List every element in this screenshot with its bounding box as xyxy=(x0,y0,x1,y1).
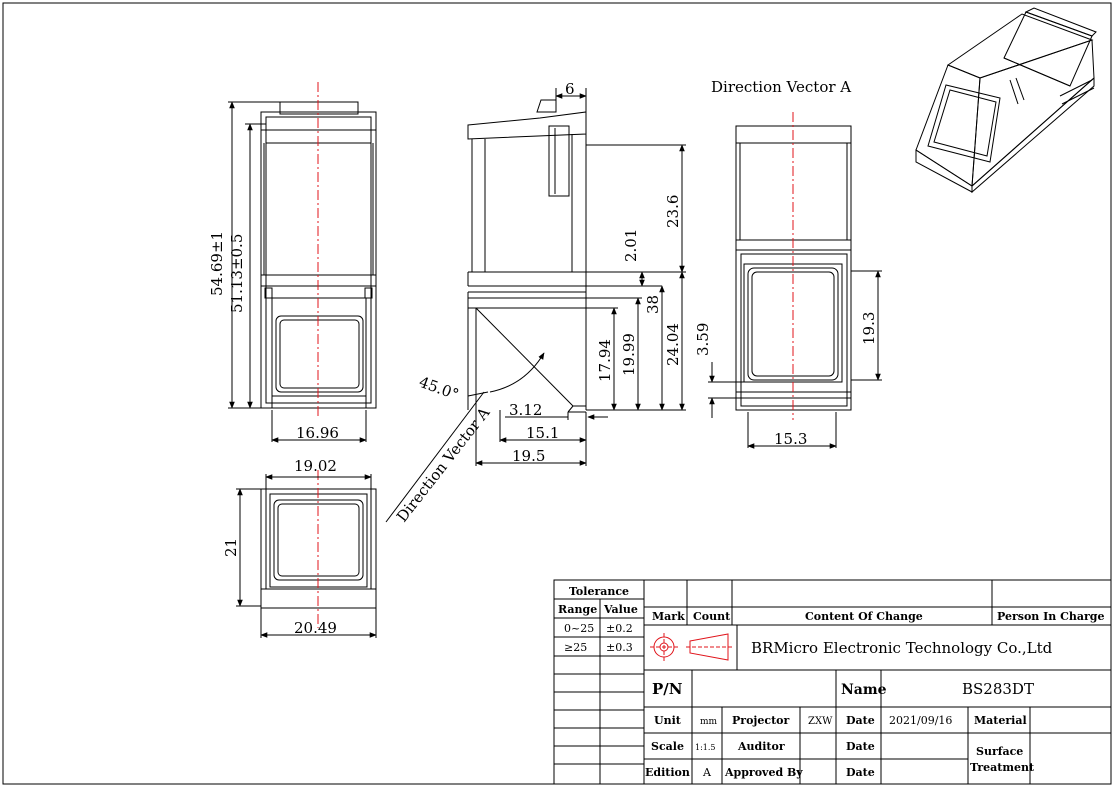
dim-side-19-5: 19.5 xyxy=(512,447,545,465)
name-value: BS283DT xyxy=(962,680,1034,698)
projector-label: Projector xyxy=(732,714,789,727)
dim-side-23-6: 23.6 xyxy=(664,195,682,228)
side-view xyxy=(467,99,638,413)
dim-front-height-inner: 51.13±0.5 xyxy=(228,234,246,313)
dim-side-15-1: 15.1 xyxy=(526,424,559,442)
pn-label: P/N xyxy=(652,680,683,698)
range-2: ≥25 xyxy=(564,641,587,654)
value-header: Value xyxy=(603,603,638,616)
front-view xyxy=(260,101,377,409)
dim-side-top: 6 xyxy=(565,80,575,98)
person-in-charge-header: Person In Charge xyxy=(997,610,1104,623)
dim-right-3-59: 3.59 xyxy=(694,323,712,356)
dim-side-17-94: 17.94 xyxy=(596,339,614,382)
date-value-1: 2021/09/16 xyxy=(889,714,952,727)
direction-vector-label-rotated: Direction Vector A xyxy=(393,404,494,526)
title-block-lines xyxy=(553,579,1112,785)
content-of-change-header: Content Of Change xyxy=(805,610,923,623)
dim-bottom-height: 21 xyxy=(222,538,240,557)
surface-label-1: Surface xyxy=(976,745,1023,758)
range-header: Range xyxy=(558,603,597,616)
front-dimensions xyxy=(228,101,367,443)
dim-side-3-12: 3.12 xyxy=(509,401,542,419)
edition-value: A xyxy=(702,766,712,779)
projector-value: ZXW xyxy=(808,716,833,727)
tolerance-title: Tolerance xyxy=(569,585,629,598)
dim-side-24-04: 24.04 xyxy=(664,323,682,366)
dim-front-width: 16.96 xyxy=(296,424,339,442)
unit-value: mm xyxy=(700,717,718,727)
dim-side-19-99: 19.99 xyxy=(620,333,638,376)
count-header: Count xyxy=(693,610,731,623)
edition-label: Edition xyxy=(645,766,690,779)
dim-bottom-width: 20.49 xyxy=(294,619,337,637)
scale-label: Scale xyxy=(651,740,684,753)
dim-top-width: 19.02 xyxy=(294,457,337,475)
auditor-label: Auditor xyxy=(737,740,785,753)
direction-vector-label: Direction Vector A xyxy=(711,78,851,96)
approved-label: Approved By xyxy=(724,766,803,779)
name-label: Name xyxy=(841,682,887,698)
range-1: 0~25 xyxy=(564,622,594,635)
material-label: Material xyxy=(974,714,1027,727)
value-2: ±0.3 xyxy=(606,641,633,654)
date-label-2: Date xyxy=(846,740,875,753)
angle-label: 45.0° xyxy=(417,373,462,404)
projection-symbol-icon xyxy=(650,633,732,661)
dim-front-height-total: 54.69±1 xyxy=(208,231,226,296)
isometric-view xyxy=(915,7,1097,194)
unit-label: Unit xyxy=(654,714,682,727)
date-label-3: Date xyxy=(846,766,875,779)
dim-right-19-3: 19.3 xyxy=(860,312,878,345)
mark-header: Mark xyxy=(652,610,685,623)
company-name: BRMicro Electronic Technology Co.,Ltd xyxy=(751,639,1053,657)
right-dimensions xyxy=(708,270,882,449)
value-1: ±0.2 xyxy=(606,622,633,635)
dim-right-15-3: 15.3 xyxy=(774,430,807,448)
side-dimensions xyxy=(385,88,686,523)
scale-value: 1:1.5 xyxy=(695,743,716,752)
dim-side-2-01: 2.01 xyxy=(622,229,640,262)
date-label-1: Date xyxy=(846,714,875,727)
dim-side-38: 38 xyxy=(644,295,662,314)
bottom-dimensions xyxy=(236,474,377,638)
surface-label-2: Treatment xyxy=(970,761,1035,774)
